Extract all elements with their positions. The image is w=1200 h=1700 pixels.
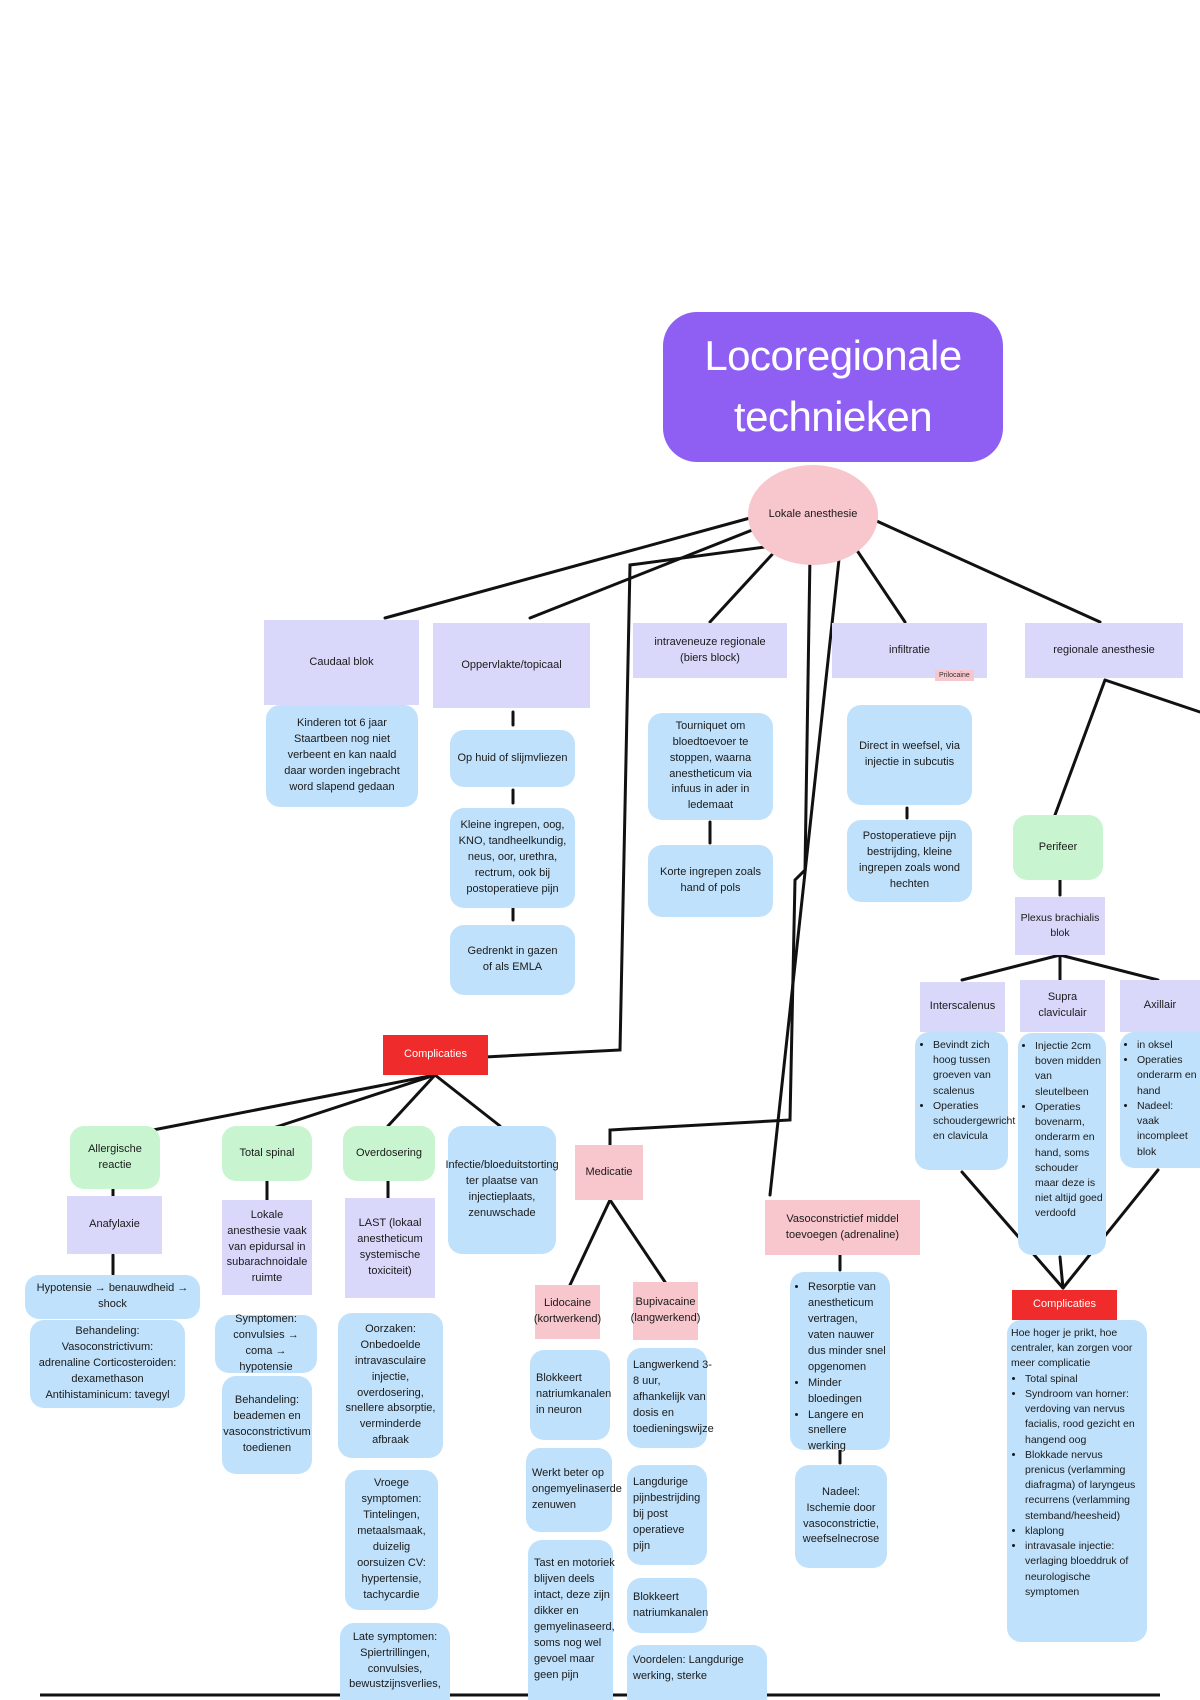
perifeer-node: Perifeer <box>1013 815 1103 880</box>
vasoconstrictief-info: Resorptie van anestheticum vertragen, va… <box>790 1272 890 1452</box>
medicatie-node: Medicatie <box>575 1145 643 1200</box>
category-intraveneus: intraveneuze regionale (biers block) <box>633 623 787 678</box>
bullet-item: Nadeel: vaak incompleet blok <box>1137 1099 1197 1160</box>
connector <box>1058 1255 1065 1290</box>
vasoconstrictief-nadeel: Nadeel: Ischemie door vasoconstrictie, w… <box>795 1465 887 1568</box>
connector <box>1103 678 1200 714</box>
caudaal-info: Kinderen tot 6 jaar Staartbeen nog niet … <box>266 705 418 807</box>
connector <box>608 1198 667 1284</box>
total-spinal-symptomen: Symptomen: convulsies → coma → hypotensi… <box>215 1313 317 1373</box>
bullet-item: Operaties onderarm en hand <box>1137 1053 1197 1099</box>
infiltratie-item: Direct in weefsel, via injectie in subcu… <box>847 705 972 805</box>
bupivacaine-node: Bupivacaine (langwerkend) <box>631 1282 700 1340</box>
connector <box>868 516 1102 624</box>
connector <box>768 548 842 1197</box>
connector <box>528 523 767 620</box>
bullet-item: Resorptie van anestheticum vertragen, va… <box>808 1280 886 1376</box>
connector <box>151 1073 437 1132</box>
bullet-item: Syndroom van horner: verdoving van nervu… <box>1025 1387 1143 1448</box>
connector <box>1053 678 1107 817</box>
bullet-item: Total spinal <box>1025 1372 1143 1387</box>
bullet-item: intravasale injectie: verlaging bloeddru… <box>1025 1539 1143 1600</box>
connector <box>383 516 752 620</box>
regionale-complicaties-info: Hoe hoger je prikt, hoe centraler, kan z… <box>1007 1320 1147 1642</box>
connector <box>848 538 907 624</box>
bullet-item: Operaties bovenarm, onderarm en hand, so… <box>1035 1100 1103 1222</box>
overdosering-node: Overdosering <box>343 1126 435 1181</box>
infiltratie-tag: Prilocaine <box>935 670 974 681</box>
total-spinal-behandeling: Behandeling: beademen en vasoconstrictiv… <box>222 1376 312 1474</box>
complicaties-header: Complicaties <box>383 1035 488 1075</box>
bullet-item: klaplong <box>1025 1524 1143 1539</box>
lidocaine-node: Lidocaine (kortwerkend) <box>534 1285 601 1339</box>
category-oppervlakte: Oppervlakte/topicaal <box>433 623 590 708</box>
lidocaine-item: Werkt beter op ongemyelinaserde zenuwen <box>526 1448 622 1532</box>
intraveneus-item: Tourniquet om bloedtoevoer te stoppen, w… <box>648 713 773 820</box>
anafylaxie-text: Hypotensie → benauwdheid → shock <box>25 1275 200 1319</box>
plexus-node: Plexus brachialis blok <box>1015 897 1105 955</box>
late-symptomen: Late symptomen: Spiertrillingen, convuls… <box>340 1623 450 1700</box>
connector <box>433 1073 502 1128</box>
bullet-item: Operaties schoudergewricht en clavicula <box>933 1099 1015 1145</box>
lidocaine-item: Blokkeert natriumkanalen in neuron <box>530 1350 611 1440</box>
oppervlakte-item: Kleine ingrepen, oog, KNO, tandheelkundi… <box>450 808 575 908</box>
connector <box>1061 1168 1160 1290</box>
regionale-complicaties-header: Complicaties <box>1012 1290 1117 1320</box>
bullet-item: in oksel <box>1137 1038 1197 1053</box>
connector <box>960 953 1062 982</box>
oorzaken-node: Oorzaken: Onbedoelde intravasculaire inj… <box>338 1313 443 1458</box>
bullet-item: Injectie 2cm boven midden van sleutelbee… <box>1035 1039 1103 1100</box>
connector <box>960 1170 1065 1290</box>
connector <box>386 1073 437 1128</box>
interscalenus-header: Interscalenus <box>920 982 1005 1032</box>
bupivacaine-item: Blokkeert natriumkanalen <box>627 1578 708 1633</box>
bullet-item: Bevindt zich hoog tussen groeven van sca… <box>933 1038 1015 1099</box>
complicaties-intro: Hoe hoger je prikt, hoe centraler, kan z… <box>1011 1327 1133 1370</box>
oppervlakte-item: Gedrenkt in gazen of als EMLA <box>450 925 575 995</box>
vroege-symptomen: Vroege symptomen: Tintelingen, metaalsma… <box>345 1470 438 1610</box>
bupivacaine-item: Langwerkend 3-8 uur, afhankelijk van dos… <box>627 1348 714 1448</box>
intraveneus-item: Korte ingrepen zoals hand of pols <box>648 845 773 917</box>
connector <box>483 543 782 1059</box>
diagram-title: Locoregionale technieken <box>663 312 1003 462</box>
anafylaxie-behandeling: Behandeling: Vasoconstrictivum: adrenali… <box>30 1320 185 1408</box>
bullet-item: Minder bloedingen <box>808 1376 886 1408</box>
category-caudaal: Caudaal blok <box>264 620 419 705</box>
supra-info: Injectie 2cm boven midden van sleutelbee… <box>1018 1033 1106 1255</box>
total-spinal-text: Lokale anesthesie vaak van epidursal in … <box>222 1200 312 1295</box>
connector <box>1058 953 1160 982</box>
lidocaine-item: Tast en motoriek blijven deels intact, d… <box>528 1540 615 1700</box>
category-regionale: regionale anesthesie <box>1025 623 1183 678</box>
connector <box>265 1073 437 1132</box>
category-infiltratie: infiltratie <box>832 623 987 678</box>
allergisch-node: Allergische reactie <box>70 1126 160 1189</box>
axillair-header: Axillair <box>1120 980 1200 1032</box>
interscalenus-info: Bevindt zich hoog tussen groeven van sca… <box>915 1032 1015 1170</box>
connector <box>568 1198 612 1287</box>
axillair-info: in oksel Operaties onderarm en hand Nade… <box>1120 1032 1200 1168</box>
root-node: Lokale anesthesie <box>748 465 878 565</box>
total-spinal-node: Total spinal <box>222 1126 312 1181</box>
bullet-item: Blokkade nervus prenicus (verlamming dia… <box>1025 1448 1143 1524</box>
vasoconstrictief-node: Vasoconstrictief middel toevoegen (adren… <box>765 1200 920 1255</box>
supra-header: Supra claviculair <box>1020 980 1105 1032</box>
bupivacaine-item: Voordelen: Langdurige werking, sterke <box>627 1645 767 1700</box>
last-node: LAST (lokaal anestheticum systemische to… <box>345 1198 435 1298</box>
anafylaxie-node: Anafylaxie <box>67 1196 162 1254</box>
bupivacaine-item: Langdurige pijnbestrijding bij post oper… <box>627 1465 707 1565</box>
oppervlakte-item: Op huid of slijmvliezen <box>450 730 575 787</box>
infectie-node: Infectie/bloeduitstorting ter plaatse va… <box>445 1126 559 1254</box>
bullet-item: Langere en snellere werking <box>808 1408 886 1456</box>
infiltratie-item: Postoperatieve pijn bestrijding, kleine … <box>847 820 972 902</box>
